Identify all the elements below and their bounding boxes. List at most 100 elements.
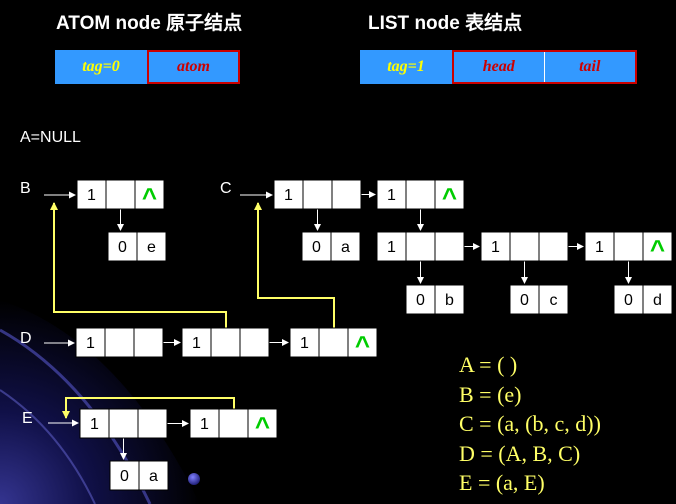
label-E: E [22,410,33,427]
legend-atom-field: atom [147,50,240,84]
equation-list: A = ( ) B = (e) C = (a, (b, c, d)) D = (… [459,350,601,498]
node-field [434,231,465,262]
node-atom-value: a [341,239,350,256]
node-tag-text: 1 [387,187,396,204]
node-field [239,327,270,358]
list-node-S3: 1^ [584,231,673,264]
node-field [181,327,212,358]
node-field [107,231,138,262]
list-node-S1: 1 [376,231,465,262]
node-field [405,231,436,262]
null-caret-icon: ^ [355,330,370,360]
atom-node-title: ATOM node 原子结点 [56,13,243,34]
node-tag-text: 1 [300,335,309,352]
node-field [105,179,136,210]
node-field [109,460,140,491]
orb-decoration [188,473,200,485]
shared-pointer-D-to-B [50,202,227,342]
node-tag-text: 0 [120,468,129,485]
list-node-B1: 1^ [76,179,165,212]
list-node-legend: tag=1 head tail [360,50,637,84]
node-tag-text: 1 [284,187,293,204]
node-field [613,284,644,315]
list-node-C2: 1^ [376,179,465,212]
node-field [79,408,110,439]
node-tag-text: 1 [86,335,95,352]
node-field [133,327,164,358]
list-node-D3: 1^ [289,327,378,360]
node-tag-text: 0 [520,292,529,309]
null-caret-icon: ^ [142,182,157,212]
node-tag-text: 0 [416,292,425,309]
label-B: B [20,180,31,197]
node-field [642,284,673,315]
node-field [137,408,168,439]
node-tag-text: 0 [312,239,321,256]
list-node-C1: 1 [273,179,362,210]
node-field [434,179,465,210]
equation-E: E = (a, E) [459,470,545,495]
node-field [509,284,540,315]
legend-tail-field: tail [579,58,601,75]
node-field [210,327,241,358]
node-field [104,327,135,358]
list-node-D1: 1 [75,327,164,358]
node-tag-text: 1 [387,239,396,256]
node-atom-value: b [445,292,454,309]
shared-pointer-D-to-C [254,202,335,342]
node-field [642,231,673,262]
node-field [218,408,249,439]
null-caret-icon: ^ [442,182,457,212]
node-field [301,231,332,262]
node-field [347,327,378,358]
node-atom-value: c [550,292,558,309]
node-field [318,327,349,358]
equation-A: A = ( ) [459,352,518,377]
node-field [376,179,407,210]
list-node-D2: 1 [181,327,270,358]
node-field [509,231,540,262]
node-field [613,231,644,262]
node-tag-text: 1 [491,239,500,256]
node-atom-value: a [149,468,158,485]
node-field [134,179,165,210]
node-field [405,284,436,315]
node-tag-text: 1 [87,187,96,204]
legend-head-field: head [454,52,545,82]
null-caret-icon: ^ [255,411,270,441]
node-field [138,460,169,491]
node-field [273,179,304,210]
null-caret-icon: ^ [650,234,665,264]
list-node-S2: 1 [480,231,569,262]
node-field [108,408,139,439]
node-tag-text: 1 [200,416,209,433]
label-D: D [20,330,32,347]
label-C: C [220,180,232,197]
node-field [330,231,361,262]
node-tag-text: 1 [90,416,99,433]
list-node-title: LIST node 表结点 [368,13,523,34]
node-field [405,179,436,210]
node-field [247,408,278,439]
node-field [136,231,167,262]
node-field [302,179,333,210]
list-node-E1: 1 [79,408,168,439]
node-field [538,284,569,315]
label-A: A=NULL [20,129,81,146]
atom-node-legend: tag=0 atom [55,50,240,84]
node-tag-text: 1 [192,335,201,352]
node-atom-value: e [147,239,156,256]
node-field [331,179,362,210]
node-field [434,284,465,315]
node-atom-value: d [653,292,662,309]
node-field [76,179,107,210]
node-tag-text: 0 [118,239,127,256]
